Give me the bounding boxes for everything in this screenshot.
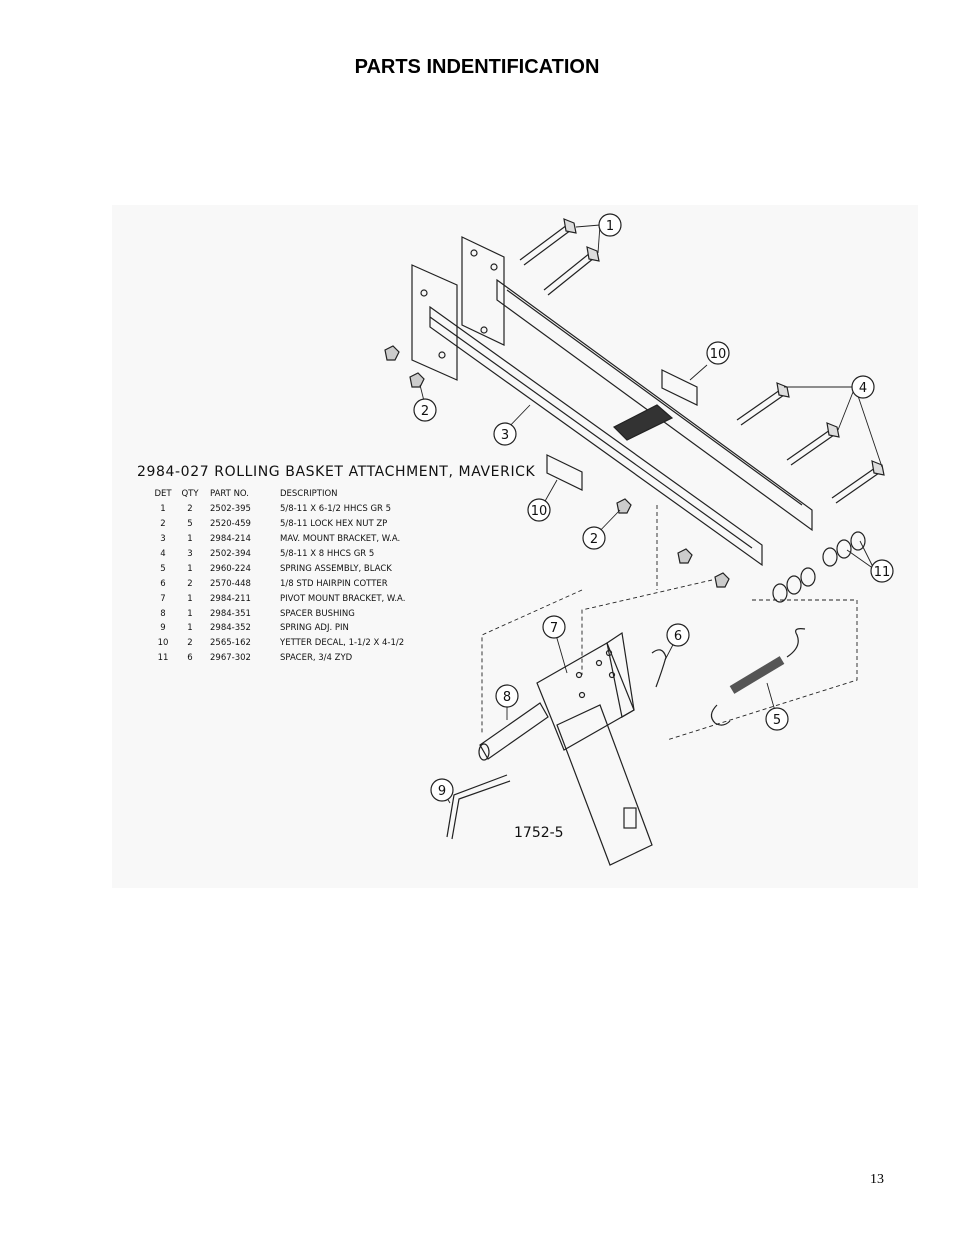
- callout-label: 4: [859, 381, 867, 396]
- part-det: 11: [157, 653, 169, 664]
- mount-plate-left: [411, 264, 458, 381]
- part-qty: 2: [187, 578, 193, 589]
- callout-label: 7: [550, 621, 558, 636]
- parts-list-row: 10 2 2565-162 YETTER DECAL, 1-1/2 X 4-1/2: [146, 636, 440, 651]
- part-det: 5: [160, 563, 166, 574]
- parts-list-row: 7 1 2984-211 PIVOT MOUNT BRACKET, W.A.: [146, 591, 440, 606]
- part-det: 8: [160, 608, 166, 619]
- part-description: 5/8-11 LOCK HEX NUT ZP: [280, 519, 388, 530]
- callout-circles: [413, 213, 894, 802]
- part-description: SPACER, 3/4 ZYD: [280, 653, 353, 664]
- parts-diagram: 1 2 3 4 5 6 7 8 9 10 10 2 11 2984-027 RO…: [112, 205, 918, 888]
- pivot-mount-bracket-item-7: [536, 631, 653, 866]
- part-description: SPRING ADJ. PIN: [280, 623, 349, 634]
- bolt-item-4: [736, 382, 885, 504]
- part-qty: 6: [187, 653, 193, 664]
- bolt-item-1: [519, 218, 600, 296]
- part-number: 2520-459: [210, 519, 251, 530]
- exploded-view-drawing: 1 2 3 4 5 6 7 8 9 10 10 2 11: [384, 213, 894, 866]
- cross-tube: [612, 404, 674, 441]
- callout-label: 8: [503, 690, 511, 705]
- part-qty: 2: [187, 504, 193, 515]
- part-description: MAV. MOUNT BRACKET, W.A.: [280, 534, 401, 545]
- column-header-description: DESCRIPTION: [280, 489, 338, 500]
- callout-label: 1: [606, 219, 614, 234]
- mount-bracket-beam-upper: [496, 278, 813, 532]
- mount-plate-right: [461, 236, 505, 346]
- callout-label: 11: [874, 565, 891, 580]
- part-det: 10: [157, 638, 169, 649]
- nut-item-2: [384, 345, 730, 588]
- hairpin-cotter-item-6: [651, 649, 667, 688]
- callout-label: 2: [421, 404, 429, 419]
- part-number: 2984-214: [210, 534, 251, 545]
- parts-list-row: 5 1 2960-224 SPRING ASSEMBLY, BLACK: [146, 561, 440, 576]
- part-qty: 2: [187, 638, 193, 649]
- parts-list-title: 2984-027 ROLLING BASKET ATTACHMENT, MAVE…: [137, 464, 536, 480]
- part-description: 5/8-11 X 8 HHCS GR 5: [280, 549, 375, 559]
- part-det: 1: [160, 504, 166, 515]
- part-qty: 1: [187, 563, 193, 574]
- parts-list-row: 9 1 2984-352 SPRING ADJ. PIN: [146, 621, 440, 636]
- part-number: 2502-394: [210, 549, 251, 559]
- part-det: 4: [160, 549, 166, 559]
- callout-label: 10: [531, 504, 548, 519]
- part-number: 2565-162: [210, 638, 251, 649]
- part-number: 2570-448: [210, 578, 251, 589]
- parts-list-row: 3 1 2984-214 MAV. MOUNT BRACKET, W.A.: [146, 532, 440, 547]
- parts-list-row: 4 3 2502-394 5/8-11 X 8 HHCS GR 5: [146, 547, 440, 562]
- callout-label: 2: [590, 532, 598, 547]
- part-det: 6: [160, 578, 166, 589]
- spring-assembly-item-5: [710, 628, 806, 726]
- parts-list-row: 8 1 2984-351 SPACER BUSHING: [146, 606, 440, 621]
- part-det: 9: [160, 623, 166, 634]
- part-number: 2984-352: [210, 623, 251, 634]
- column-header-qty: QTY: [181, 489, 199, 500]
- callout-label: 6: [674, 629, 682, 644]
- parts-list-row: 6 2 2570-448 1/8 STD HAIRPIN COTTER: [146, 576, 440, 591]
- part-description: SPACER BUSHING: [280, 608, 355, 619]
- spacer-bushing-item-8: [478, 702, 549, 761]
- callout-label: 3: [501, 428, 509, 443]
- part-qty: 3: [187, 549, 193, 559]
- column-header-part-no: PART NO.: [210, 489, 249, 500]
- part-number: 2960-224: [210, 563, 251, 574]
- parts-list-body: 1 2 2502-395 5/8-11 X 6-1/2 HHCS GR 5 2 5 2520…: [146, 502, 440, 666]
- parts-list-row: 1 2 2502-395 5/8-11 X 6-1/2 HHCS GR 5: [146, 502, 440, 517]
- part-number: 2967-302: [210, 653, 251, 664]
- drawing-number: 1752-5: [514, 825, 564, 841]
- page-title: PARTS INDENTIFICATION: [354, 56, 600, 78]
- part-qty: 5: [187, 519, 193, 530]
- mount-bracket-beam-lower: [429, 305, 763, 567]
- parts-list-table: DET QTY PART NO. DESCRIPTION 1 2 2502-395 5…: [146, 487, 440, 666]
- part-description: SPRING ASSEMBLY, BLACK: [280, 563, 392, 574]
- decal-item-10-upper: [661, 369, 698, 406]
- callout-label: 5: [773, 713, 781, 728]
- part-description: 1/8 STD HAIRPIN COTTER: [280, 578, 388, 589]
- column-header-det: DET: [154, 489, 172, 500]
- spring-adjust-pin-item-9: [446, 774, 511, 840]
- part-det: 7: [160, 593, 166, 604]
- part-qty: 1: [187, 534, 193, 545]
- parts-list-row: 11 6 2967-302 SPACER, 3/4 ZYD: [146, 651, 440, 666]
- part-qty: 1: [187, 608, 193, 619]
- part-det: 3: [160, 534, 166, 545]
- part-number: 2984-211: [210, 593, 251, 604]
- part-number: 2984-351: [210, 608, 251, 619]
- spacers-item-11: [772, 531, 866, 603]
- part-description: PIVOT MOUNT BRACKET, W.A.: [280, 593, 406, 604]
- parts-list-row: 2 5 2520-459 5/8-11 LOCK HEX NUT ZP: [146, 517, 440, 532]
- part-number: 2502-395: [210, 504, 251, 515]
- parts-list-header: DET QTY PART NO. DESCRIPTION: [146, 487, 440, 502]
- part-description: YETTER DECAL, 1-1/2 X 4-1/2: [280, 638, 405, 649]
- decal-item-10-lower: [546, 454, 583, 491]
- part-qty: 1: [187, 593, 193, 604]
- callout-label: 9: [438, 784, 446, 799]
- callout-label: 10: [710, 347, 727, 362]
- page-number: 13: [870, 1172, 884, 1187]
- part-qty: 1: [187, 623, 193, 634]
- part-det: 2: [160, 519, 166, 530]
- part-description: 5/8-11 X 6-1/2 HHCS GR 5: [280, 504, 392, 515]
